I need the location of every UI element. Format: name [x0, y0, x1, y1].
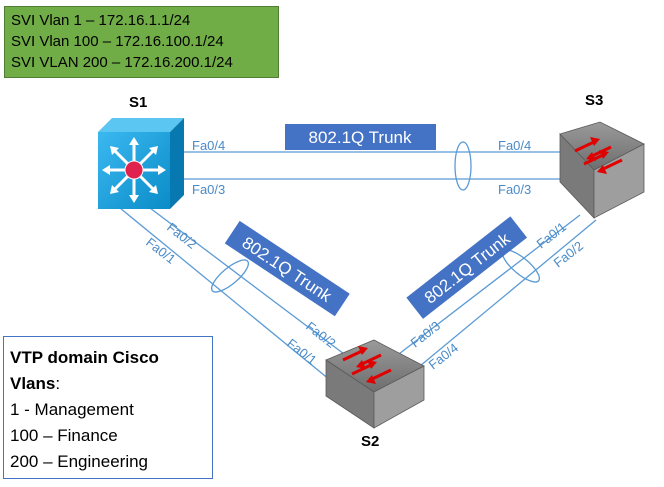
link-s1-s2-fa02	[149, 207, 353, 361]
port-label-s2-fa03: Fa0/3	[408, 318, 443, 350]
vlan-item-engineering: 200 – Engineering	[10, 452, 149, 471]
trunk-label-left: 802.1Q Trunk	[224, 220, 350, 317]
bundle-ellipse-left	[210, 259, 250, 293]
trunk-label-right: 802.1Q Trunk	[406, 216, 528, 319]
svi-line-vlan100: SVI Vlan 100 – 172.16.100.1/24	[11, 33, 224, 50]
port-label-s1-fa01: Fa0/1	[143, 235, 178, 267]
switch-label-s3: S3	[585, 92, 603, 109]
switch-arrows-icon	[574, 137, 623, 174]
vlans-label: Vlans	[10, 374, 56, 393]
svi-info-box: SVI Vlan 1 – 172.16.1.1/24 SVI Vlan 100 …	[4, 6, 279, 78]
trunk-label-left-text: 802.1Q Trunk	[239, 233, 336, 306]
vlans-colon: :	[55, 374, 61, 393]
link-s1-s2-fa01	[119, 207, 331, 381]
port-label-s1-fa03: Fa0/3	[192, 182, 225, 197]
vlan-item-management: 1 - Management	[10, 400, 134, 419]
trunk-label-top: 802.1Q Trunk	[285, 124, 436, 150]
switch-s3[interactable]	[559, 121, 645, 220]
bundle-ellipse-top	[454, 141, 472, 191]
switch-s2[interactable]	[325, 339, 425, 429]
switch-label-s2: S2	[361, 433, 379, 450]
port-label-s1-fa04: Fa0/4	[192, 138, 225, 153]
vtp-domain-label: VTP domain Cisco	[10, 348, 159, 367]
port-label-s3-fa03: Fa0/3	[498, 182, 531, 197]
vtp-info-box: VTP domain Cisco Vlans: 1 - Management 1…	[3, 336, 213, 479]
svi-line-vlan1: SVI Vlan 1 – 172.16.1.1/24	[11, 12, 191, 29]
bundle-ellipses	[210, 141, 541, 293]
trunk-label-top-text: 802.1Q Trunk	[308, 128, 412, 147]
vlans-heading: Vlans:	[10, 371, 212, 397]
link-s2-s3-fa04	[419, 219, 597, 367]
links	[119, 151, 597, 381]
svi-line-vlan200: SVI VLAN 200 – 172.16.200.1/24	[11, 54, 233, 71]
link-s2-s3-fa03	[394, 214, 581, 358]
trunk-label-right-text: 802.1Q Trunk	[421, 229, 514, 308]
switch-label-s1: S1	[129, 94, 147, 111]
port-label-s2-fa01: Fa0/1	[284, 336, 319, 368]
port-label-s2-fa04: Fa0/4	[426, 340, 461, 372]
vlan-item-finance: 100 – Finance	[10, 426, 118, 445]
port-label-s3-fa04: Fa0/4	[498, 138, 531, 153]
switch-s1[interactable]	[98, 118, 184, 209]
switch-arrows-icon	[342, 346, 392, 384]
